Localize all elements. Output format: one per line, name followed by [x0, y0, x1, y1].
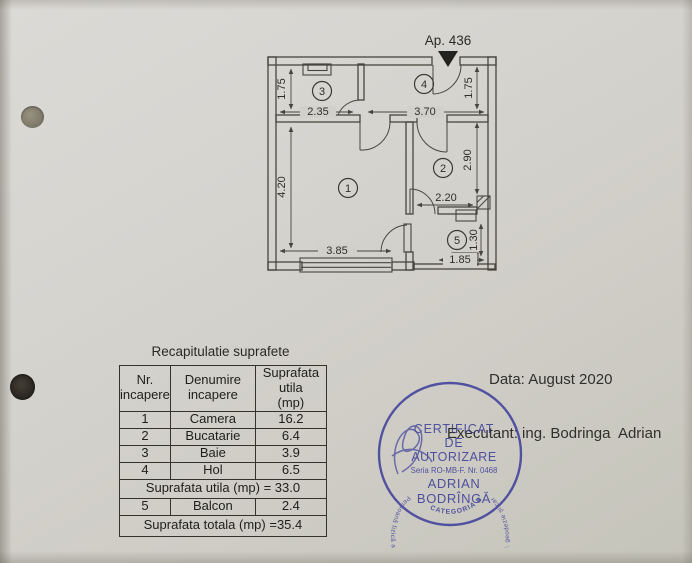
- dim-370: 3.70: [414, 106, 435, 118]
- punch-hole: [21, 106, 44, 128]
- svg-text:ADRIAN: ADRIAN: [428, 476, 481, 491]
- svg-text:Seria RO-MB-F. Nr. 0468: Seria RO-MB-F. Nr. 0468: [411, 466, 498, 475]
- room-number-circle: 5: [446, 229, 468, 251]
- total-row: Suprafata totala (mp) =35.4: [119, 514, 327, 537]
- door-leaf: [403, 223, 412, 253]
- room-number-circle: 2: [432, 157, 454, 179]
- walls: [267, 56, 497, 271]
- door-arcs: [337, 64, 462, 253]
- subtotal-row: Suprafata utila (mp) = 33.0: [119, 478, 327, 499]
- signature: [391, 425, 433, 475]
- dim-175-right: 1.75: [463, 77, 475, 98]
- stamp-center-text: CERTIFICAT DE AUTORIZARE Seria RO-MB-F. …: [411, 422, 498, 506]
- executant-line: Executant: ing. Bodringa Adrian: [447, 425, 662, 443]
- svg-text:DE: DE: [445, 436, 464, 450]
- stamp-outer-ring: [377, 381, 523, 527]
- svg-text:3: 3: [319, 86, 325, 98]
- date-line: Data: August 2020: [489, 370, 613, 388]
- room-number-circle: 1: [337, 177, 359, 199]
- header-nr: Nr.incapere: [119, 365, 171, 412]
- dim-130: 1.30: [468, 229, 480, 250]
- svg-text:4: 4: [421, 79, 427, 91]
- table-row: 2 Bucatarie 6.4: [119, 427, 327, 446]
- header-suprafata: Suprafata utila(mp): [254, 365, 327, 412]
- table-row: 3 Baie 3.9: [119, 444, 327, 463]
- svg-text:BODRÎNGĂ: BODRÎNGĂ: [417, 491, 491, 506]
- dimension-labels: 1.75 2.35 3.70 1.75 4.20 2.90 2.20 3.85 …: [276, 77, 480, 266]
- fixtures: [299, 63, 491, 273]
- room-numbers: 1 2 3 4 5: [311, 73, 468, 251]
- dim-420: 4.20: [276, 176, 288, 197]
- balcony-row: 5 Balcon 2.4: [119, 497, 327, 516]
- svg-text:CERTIFICAT: CERTIFICAT: [414, 422, 494, 436]
- dim-label-backgrounds: [300, 106, 477, 266]
- svg-text:AUTORIZARE: AUTORIZARE: [411, 450, 496, 464]
- apartment-label: Ap. 436: [425, 33, 472, 48]
- dim-385: 3.85: [326, 245, 347, 257]
- dim-235: 2.35: [307, 106, 328, 118]
- dim-175-left: 1.75: [276, 78, 288, 99]
- room-number-circle: 4: [413, 73, 435, 95]
- window: [299, 257, 393, 273]
- dim-220: 2.20: [435, 192, 456, 204]
- dim-290: 2.90: [462, 149, 474, 170]
- authorization-stamp: Persoană fizică autorizată de ANCPI să e…: [366, 374, 523, 548]
- svg-text:5: 5: [454, 235, 460, 247]
- recap-title: Recapitulatie suprafete: [151, 344, 290, 359]
- svg-text:2: 2: [440, 163, 446, 175]
- punch-hole: [10, 374, 35, 400]
- document-meta: Data: August 2020 Executant: ing. Bodrin…: [447, 334, 661, 480]
- table-row: 1 Camera 16.2: [119, 410, 327, 429]
- svg-text:1: 1: [345, 183, 351, 195]
- entrance-triangle-icon: [438, 51, 458, 67]
- dim-185: 1.85: [449, 254, 470, 266]
- table-row: 4 Hol 6.5: [119, 461, 327, 480]
- room-number-circle: 3: [311, 80, 333, 102]
